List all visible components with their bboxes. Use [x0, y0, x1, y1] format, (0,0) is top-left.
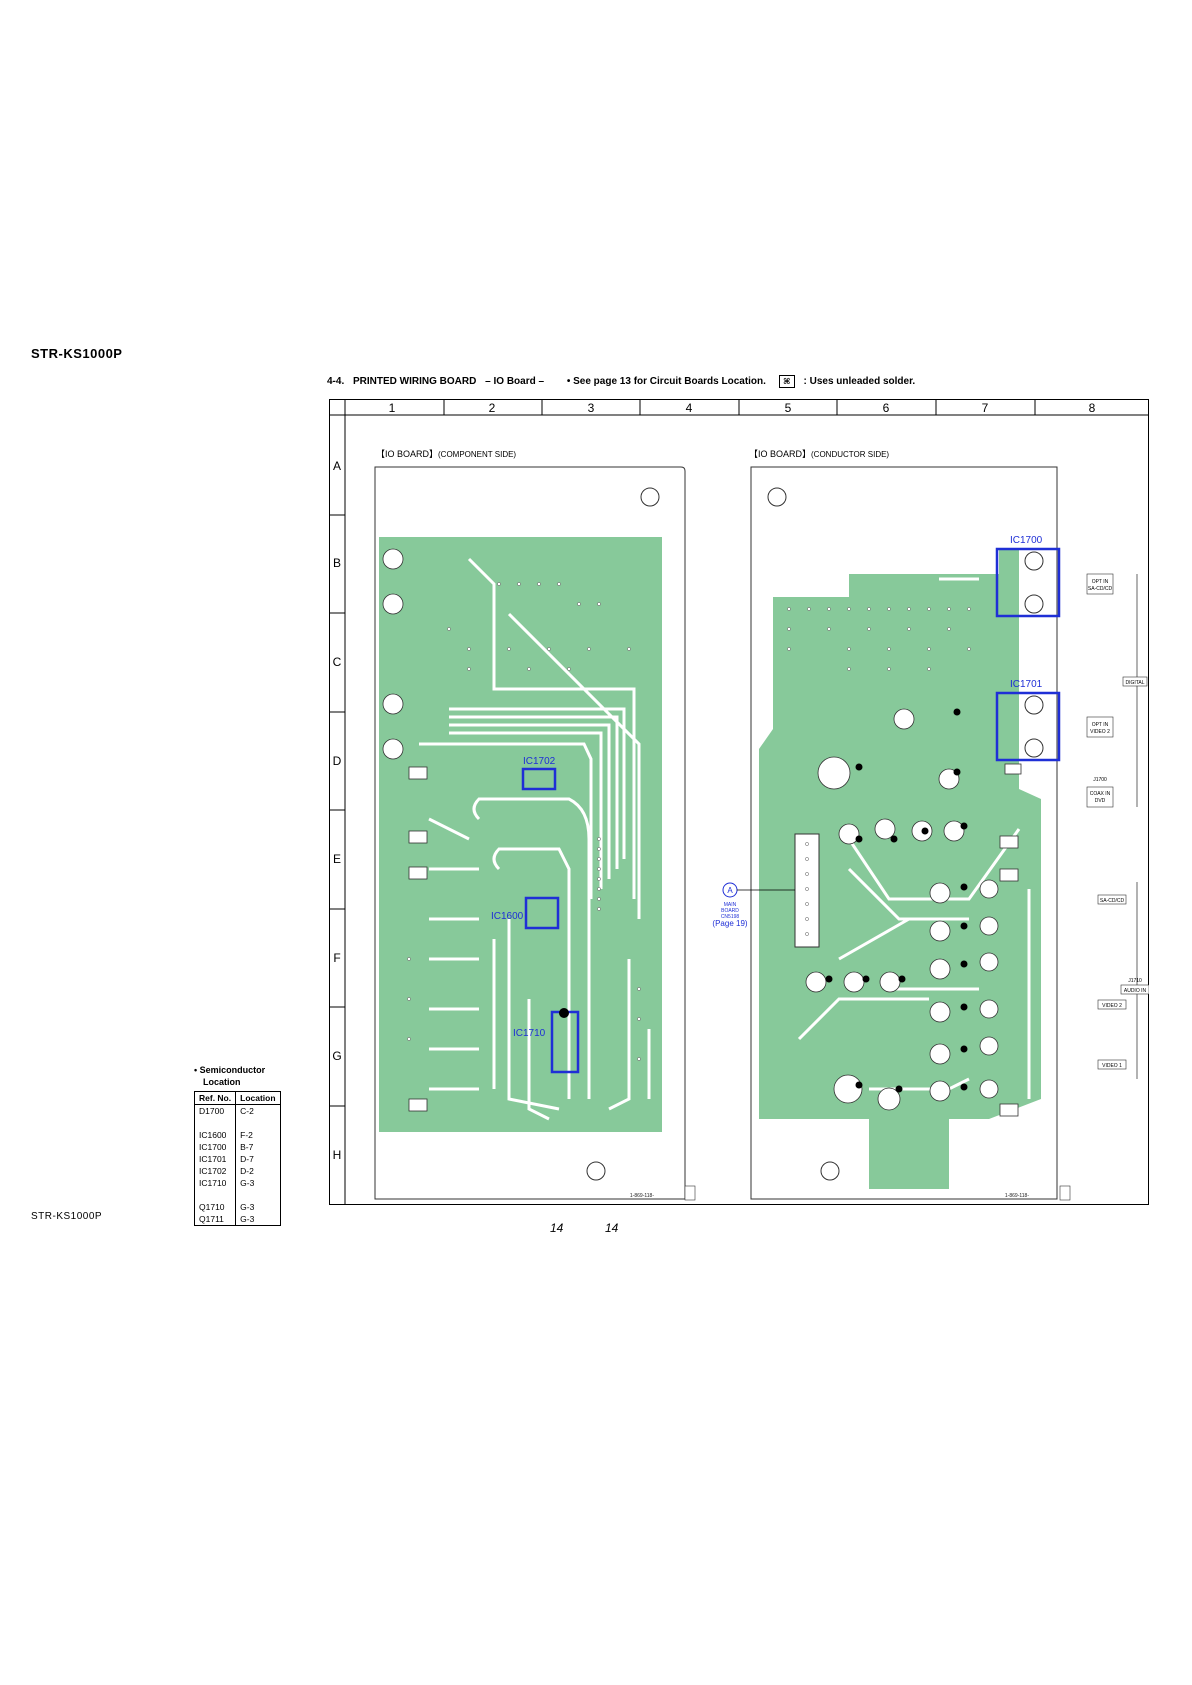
- right-board-code: 1-869-118-: [1005, 1193, 1029, 1199]
- svg-text:SA-CD/CD: SA-CD/CD: [1088, 586, 1113, 592]
- left-board-code: 1-869-118-: [630, 1193, 654, 1199]
- svg-text:BOARD: BOARD: [721, 908, 739, 914]
- left-board-caption: 【IO BOARD】(COMPONENT SIDE): [376, 449, 516, 459]
- svg-text:J1700: J1700: [1093, 777, 1107, 783]
- ic1710-label: IC1710: [513, 1028, 546, 1039]
- ic1700-label: IC1700: [1010, 535, 1043, 546]
- page-number-right: 14: [605, 1221, 619, 1235]
- svg-text:SA-CD/CD: SA-CD/CD: [1100, 898, 1125, 904]
- row-label: E: [333, 852, 341, 866]
- page-number-left: 14: [550, 1221, 564, 1235]
- right-board-caption: 【IO BOARD】(CONDUCTOR SIDE): [749, 449, 889, 459]
- svg-text:(Page 19): (Page 19): [712, 919, 747, 928]
- ic1701-label: IC1701: [1010, 679, 1043, 690]
- row-label: F: [333, 951, 340, 965]
- svg-text:MAIN: MAIN: [724, 902, 737, 908]
- board-name: – IO Board –: [485, 376, 545, 388]
- table-row: [193, 1117, 281, 1129]
- legend-title: • Semiconductor Location: [194, 1065, 266, 1087]
- left-board: IC1702 IC1600 IC1710 1-869-118-: [374, 466, 696, 1201]
- table-header: Ref. No. Location: [193, 1091, 281, 1105]
- ic1600-label: IC1600: [491, 911, 524, 922]
- table-row: [193, 1189, 281, 1201]
- svg-text:VIDEO 1: VIDEO 1: [1102, 1063, 1122, 1069]
- section-number: 4-4.: [327, 376, 345, 388]
- svg-text:COAX IN: COAX IN: [1090, 791, 1111, 797]
- model-title: STR-KS1000P: [31, 346, 123, 361]
- row-label: A: [333, 459, 341, 473]
- svg-text:DVD: DVD: [1095, 798, 1106, 804]
- svg-text:VIDEO 2: VIDEO 2: [1090, 729, 1110, 735]
- wiring-board-diagram: 1 2 3 4 5 6 7 8 A B C D E F G H 【IO BOAR…: [329, 399, 1149, 1205]
- column-label: 7: [982, 401, 989, 415]
- svg-text:AUDIO IN: AUDIO IN: [1124, 988, 1147, 994]
- svg-text:CN5198: CN5198: [721, 914, 740, 920]
- svg-text:DIGITAL: DIGITAL: [1125, 680, 1144, 686]
- row-label: G: [332, 1049, 341, 1063]
- main-board-callout: A MAIN BOARD CN5198 (Page 19): [712, 882, 795, 928]
- column-label: 3: [588, 401, 595, 415]
- column-label: 4: [686, 401, 693, 415]
- footer-model: STR-KS1000P: [31, 1211, 103, 1222]
- row-label: B: [333, 556, 341, 570]
- see-page-note: • See page 13 for Circuit Boards Locatio…: [566, 376, 766, 388]
- svg-text:OPT IN: OPT IN: [1092, 722, 1109, 728]
- column-label: 5: [785, 401, 792, 415]
- svg-text:VIDEO 2: VIDEO 2: [1102, 1003, 1122, 1009]
- jack-labels: OPT IN SA-CD/CD OPT IN VIDEO 2 J1700 COA…: [1086, 573, 1149, 1079]
- lead-free-icon: ⌘: [778, 375, 795, 388]
- column-label: 6: [883, 401, 890, 415]
- ic1702-label: IC1702: [523, 756, 556, 767]
- svg-text:OPT IN: OPT IN: [1092, 579, 1109, 585]
- column-label: 8: [1089, 401, 1096, 415]
- unleaded-note: : Uses unleaded solder.: [803, 376, 916, 388]
- column-label: 1: [389, 401, 396, 415]
- section-title: 4-4. PRINTED WIRING BOARD – IO Board – •…: [327, 375, 921, 388]
- section-heading: PRINTED WIRING BOARD: [353, 376, 477, 388]
- svg-text:J1710: J1710: [1128, 978, 1142, 984]
- row-label: D: [333, 754, 342, 768]
- svg-text:A: A: [727, 886, 733, 895]
- right-board: IC1700 IC1701 1-869-118-: [750, 466, 1071, 1201]
- row-label: C: [333, 655, 342, 669]
- column-label: 2: [489, 401, 496, 415]
- row-label: H: [333, 1148, 342, 1162]
